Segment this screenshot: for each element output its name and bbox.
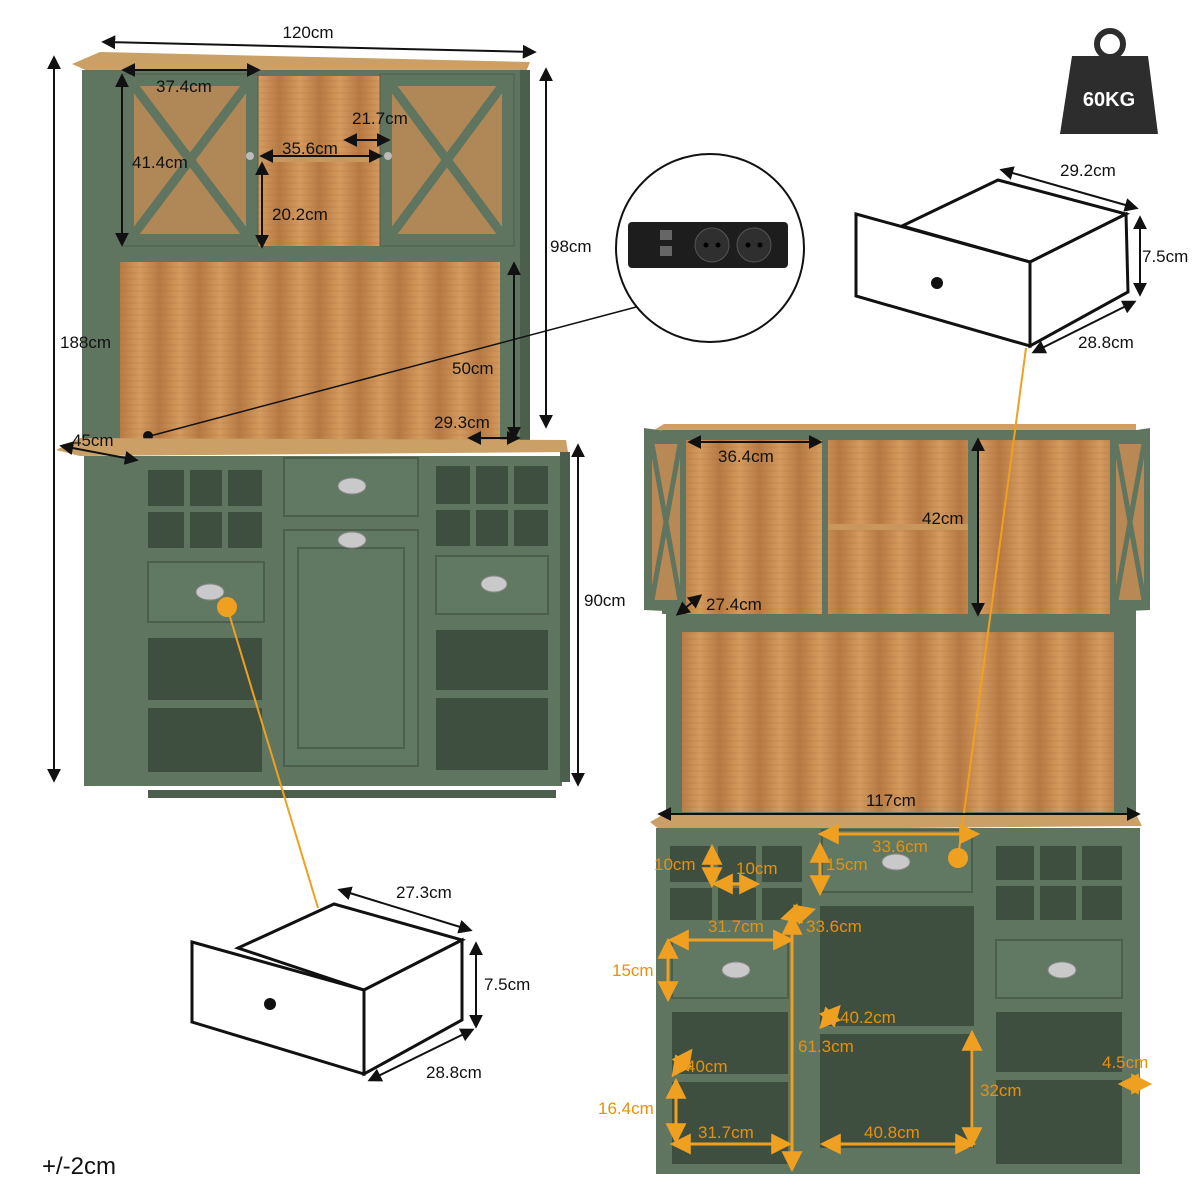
open-view-dimensions: 36.4cm 42cm 27.4cm 117cm <box>657 435 1141 821</box>
door-width-label-open: 33.6cm <box>806 917 862 936</box>
gap-width-label: 21.7cm <box>352 109 408 128</box>
hutch-open-shelf <box>120 262 500 442</box>
counter-width-label: 117cm <box>866 791 916 810</box>
side-drawer-height: 15cm <box>612 961 654 980</box>
drawer-top-width: 33.6cm <box>872 837 928 856</box>
shelf-width-label-open: 31.7cm <box>698 1123 754 1142</box>
inner-width-label: 40.8cm <box>864 1123 920 1142</box>
base-height-label: 90cm <box>584 591 626 610</box>
door-knob-icon <box>384 152 392 160</box>
bottom-drawer-depth: 28.8cm <box>426 1063 482 1082</box>
side-depth-label: 29.3cm <box>434 413 490 432</box>
shelf-width-label: 35.6cm <box>282 139 338 158</box>
weight-icon: 60KG <box>1060 28 1158 134</box>
socket-callout <box>149 153 805 437</box>
open-hutch-shelf <box>682 632 1114 812</box>
handle-icon <box>195 477 508 601</box>
left-wine-rack <box>148 470 262 548</box>
door-width-label: 37.4cm <box>156 77 212 96</box>
shelf-height-label: 20.2cm <box>272 205 328 224</box>
drawer-top-height: 15cm <box>826 855 868 874</box>
cab-height-label: 42cm <box>922 509 964 528</box>
open-left-cabinet <box>686 440 822 614</box>
drawer-hole-icon <box>264 998 276 1010</box>
center-door <box>283 529 419 767</box>
open-right-cabinet <box>978 440 1110 614</box>
inner-height-label: 32cm <box>980 1081 1022 1100</box>
bottom-drawer-width: 27.3cm <box>396 883 452 902</box>
top-drawer-width: 29.2cm <box>1060 161 1116 180</box>
left-glass-door <box>121 73 259 247</box>
rack-width-label: 31.7cm <box>708 917 764 936</box>
top-drawer-height: 7.5cm <box>1142 247 1188 266</box>
open-view-orange-dimensions: 33.6cm 15cm 10cm 10cm 31.7cm 33.6cm 15cm… <box>598 823 1153 1173</box>
door-knob-icon <box>246 152 254 160</box>
side-gap-label: 4.5cm <box>1102 1053 1148 1072</box>
door-height-label-open: 61.3cm <box>798 1037 854 1056</box>
door-height-label: 41.4cm <box>132 153 188 172</box>
bottom-drawer-height: 7.5cm <box>484 975 530 994</box>
front-view-cabinet <box>56 52 570 909</box>
shelf-depth-label: 40cm <box>686 1057 728 1076</box>
rack-h-label: 10cm <box>654 855 696 874</box>
handle-icon <box>721 853 1077 979</box>
shelf-height-label-open: 16.4cm <box>598 1099 654 1118</box>
top-drawer-depth: 28.8cm <box>1078 333 1134 352</box>
right-lower-shelves <box>436 630 548 770</box>
top-drawer-diagram: 29.2cm 7.5cm 28.8cm <box>854 161 1188 354</box>
right-wine-rack <box>436 466 548 546</box>
tolerance-label: +/-2cm <box>42 1153 116 1180</box>
right-glass-door <box>379 73 515 247</box>
front-view-dimensions: 120cm 188cm 98cm 90cm 45cm 37.4cm 41.4cm… <box>47 23 626 787</box>
open-height-label: 50cm <box>452 359 494 378</box>
depth-label: 45cm <box>72 431 114 450</box>
bottom-drawer-diagram: 27.3cm 7.5cm 28.8cm <box>190 883 530 1082</box>
cab-depth-label: 27.4cm <box>706 595 762 614</box>
hutch-height-label: 98cm <box>550 237 592 256</box>
width-total-label: 120cm <box>282 23 333 42</box>
weight-label: 60KG <box>1083 89 1135 111</box>
inner-depth-label: 40.2cm <box>840 1008 896 1027</box>
cab-width-label: 36.4cm <box>718 447 774 466</box>
height-total-label: 188cm <box>60 333 111 352</box>
rack-w-label: 10cm <box>736 859 778 878</box>
right-drawer <box>435 555 549 615</box>
open-view-cabinet <box>644 347 1150 1174</box>
drawer-hole-icon <box>931 277 943 289</box>
counter-top <box>56 438 568 456</box>
